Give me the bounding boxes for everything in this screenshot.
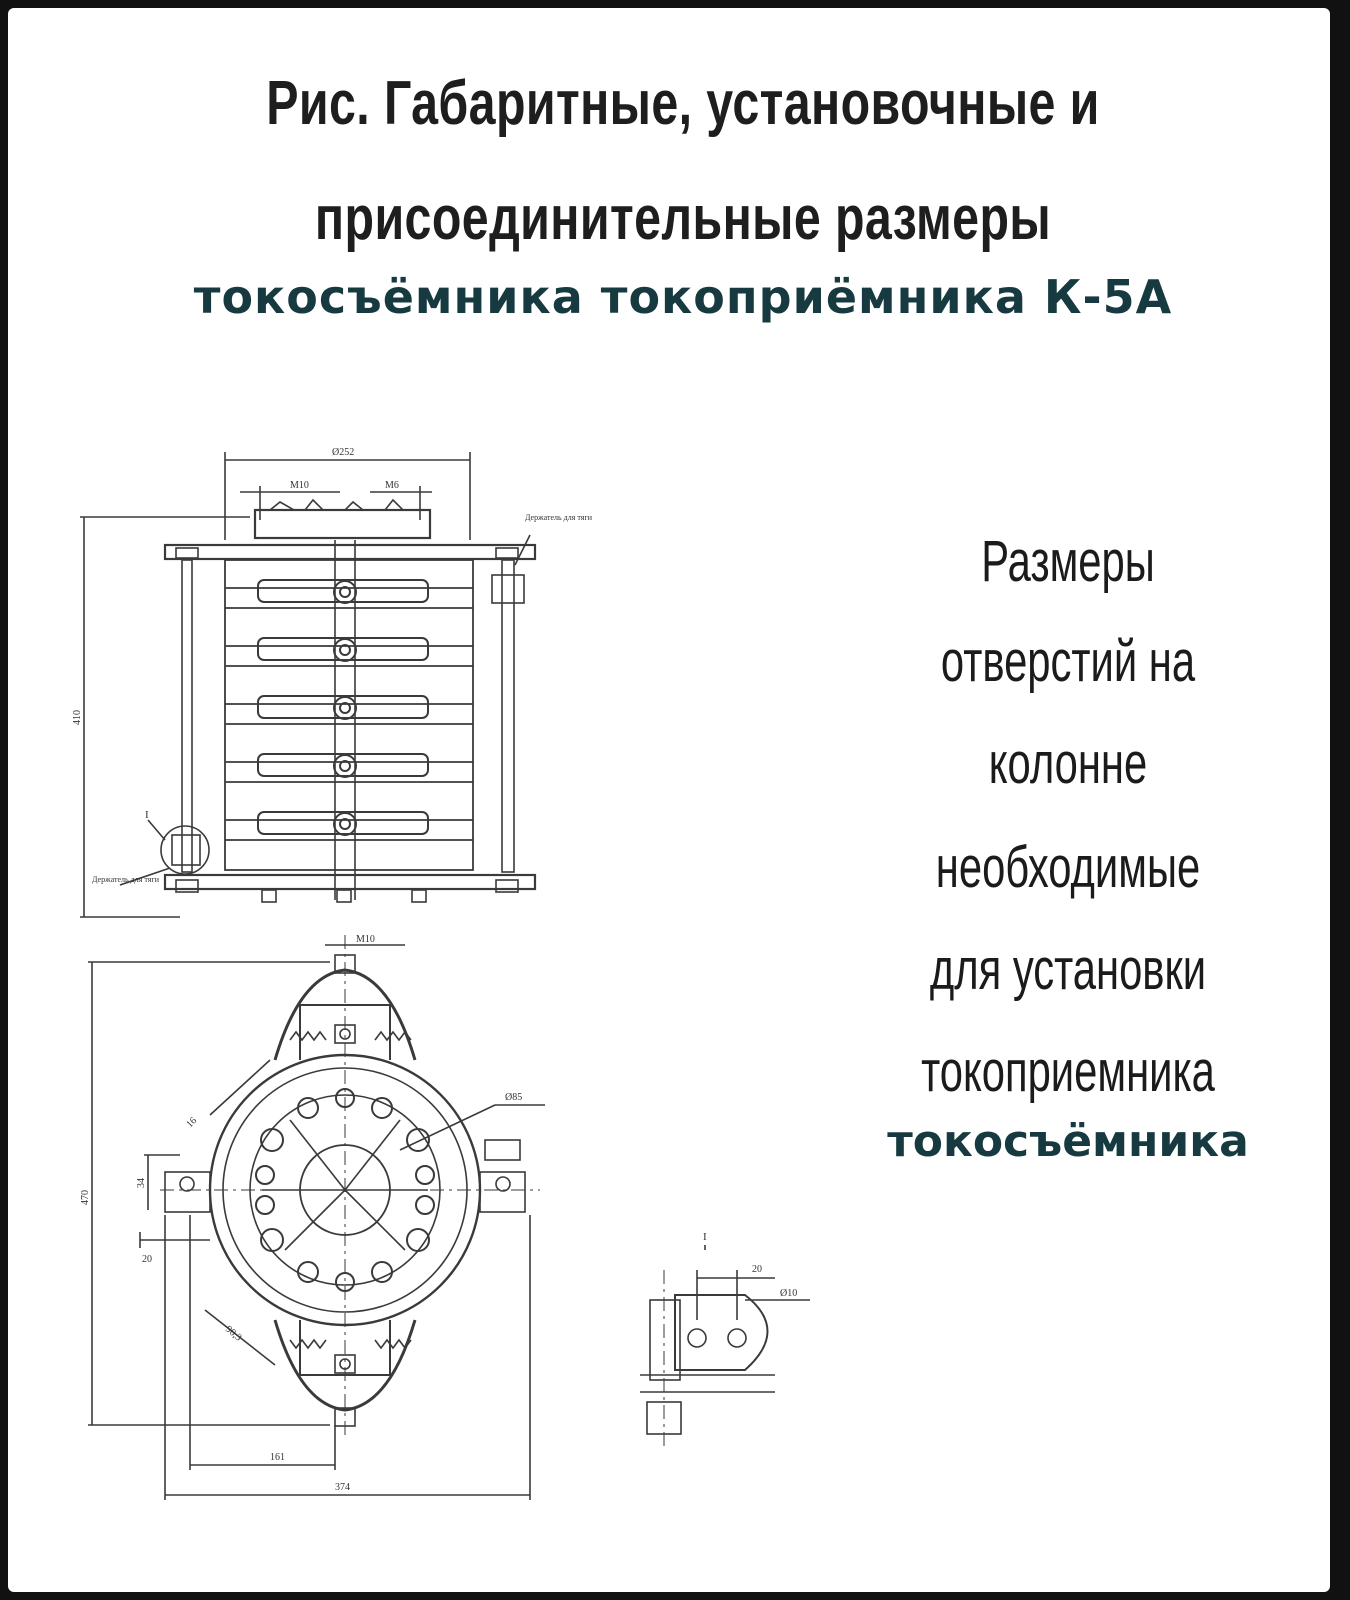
detail-view-i: [640, 1245, 810, 1450]
side-text-line-2: отверстий на: [940, 629, 1196, 694]
side-text-line-1: Размеры: [981, 529, 1155, 594]
dim-d252: Ø252: [332, 447, 354, 458]
dim-w374: 374: [335, 1482, 350, 1493]
dim-d85: Ø85: [505, 1092, 522, 1103]
detail-i-label: I: [703, 1231, 707, 1243]
dim-h470: 470: [80, 1190, 91, 1205]
label-holder-right: Держатель для тяги: [525, 513, 593, 522]
side-text-line-6: токоприемника: [921, 1039, 1215, 1104]
heading-line-3: токосъёмника токоприёмника К-5А: [193, 270, 1173, 324]
dim-m6: М6: [385, 480, 399, 491]
ref-i: I: [145, 809, 149, 821]
dim-h410: 410: [72, 710, 83, 725]
heading-line-1: Рис. Габаритные, установочные и: [266, 69, 1100, 138]
side-view: [80, 452, 537, 918]
plan-view: [88, 935, 545, 1500]
dim-d34: 34: [136, 1178, 147, 1188]
label-holder-left: Держатель для тяги: [92, 875, 160, 884]
heading-line-2: присоединительные размеры: [314, 184, 1052, 253]
dim-w20-left: 20: [142, 1254, 152, 1265]
dim-d10: Ø10: [780, 1288, 797, 1299]
side-text-line-5: для установки: [929, 937, 1207, 1002]
dim-m10-bottom: М10: [356, 934, 375, 945]
dim-w161: 161: [270, 1452, 285, 1463]
dimension-labels: Ø252 М10 М6 410 Держатель для тяги Держа…: [72, 447, 797, 1493]
dim-m10-top: М10: [290, 480, 309, 491]
side-text-accent: токосъёмника: [887, 1116, 1249, 1167]
dim-a16: 16: [184, 1115, 199, 1130]
side-text-line-3: колонне: [988, 731, 1148, 796]
dim-w20-detail: 20: [752, 1264, 762, 1275]
side-text-line-4: необходимые: [935, 835, 1201, 900]
